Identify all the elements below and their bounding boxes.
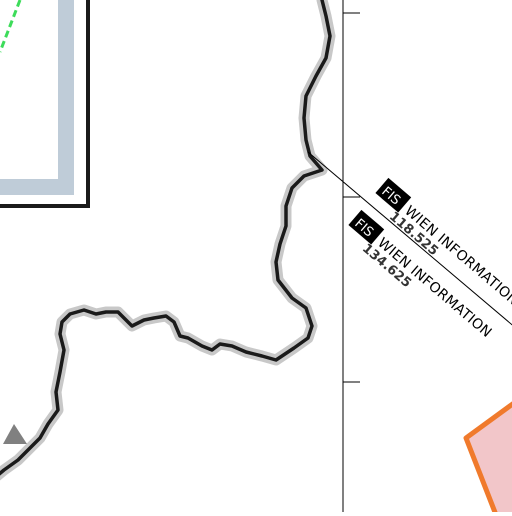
dashed-route-line — [0, 0, 22, 53]
inset-frame — [0, 0, 90, 208]
national-border — [0, 0, 336, 481]
fir-boundary-line — [307, 151, 512, 326]
fis-badge — [375, 177, 412, 213]
meridian-line — [342, 0, 360, 512]
inset-frame-outline — [0, 0, 90, 208]
restricted-area[interactable] — [463, 384, 512, 516]
border-line — [0, 0, 332, 476]
peak-triangle-icon — [3, 424, 27, 444]
fis-station-name: WIEN INFORMATION — [401, 203, 512, 309]
fis-badge — [348, 209, 385, 245]
inset-frame-band — [0, 0, 74, 195]
